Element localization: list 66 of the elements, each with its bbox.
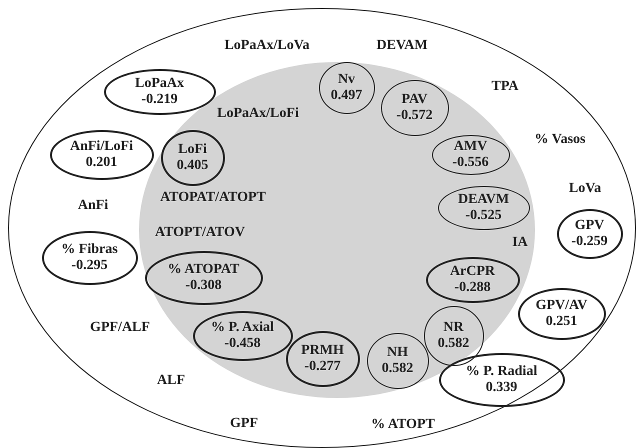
variable-ellipse <box>380 80 448 136</box>
variable-ellipse <box>42 230 138 284</box>
variable-name: GPV <box>574 218 604 234</box>
variable-ellipse <box>144 250 262 304</box>
variable-ellipse <box>286 330 360 386</box>
variable-name: DEAVM <box>458 192 510 208</box>
variable-label: LoPaAx/LoVa <box>224 38 310 54</box>
variable-label: ATOPAT/ATOPT <box>160 190 266 206</box>
variable-label: LoPaAx/LoFi <box>217 106 299 122</box>
variable-ellipse <box>426 256 520 302</box>
correlation-value: 0.201 <box>86 154 118 170</box>
variable-label: ALF <box>157 373 185 389</box>
variable-label: % ATOPT <box>371 417 435 433</box>
variable-ellipse <box>192 310 292 360</box>
variable-name: % P. Axial <box>211 320 274 336</box>
variable-ellipse <box>432 134 510 174</box>
correlation-value: -0.556 <box>452 154 489 170</box>
variable-label: GPF/ALF <box>90 320 150 336</box>
variable-label: ATOPT/ATOV <box>155 225 245 241</box>
variable-label: GPF <box>230 416 258 432</box>
correlation-value: -0.219 <box>141 92 178 108</box>
variable-name: PRMH <box>301 342 344 358</box>
correlation-value: -0.288 <box>454 280 491 296</box>
variable-ellipse <box>366 332 428 388</box>
variable-ellipse <box>160 130 224 186</box>
variable-name: PAV <box>402 92 428 108</box>
correlation-value: 0.582 <box>438 336 470 352</box>
correlation-value: 0.339 <box>486 380 518 396</box>
variable-name: GPV/AV <box>536 298 588 314</box>
variable-label: IA <box>512 235 528 251</box>
variable-name: LoPaAx <box>135 76 184 92</box>
variable-name: NH <box>387 344 408 360</box>
correlation-value: 0.497 <box>330 88 362 104</box>
correlation-value: -0.277 <box>304 358 341 374</box>
variable-name: ArCPR <box>450 264 496 280</box>
variable-label: LoVa <box>568 181 602 197</box>
correlation-value: -0.525 <box>465 208 502 224</box>
variable-name: NR <box>443 320 464 336</box>
variable-name: AnFi/LoFi <box>70 138 133 154</box>
correlation-value: -0.259 <box>571 234 608 250</box>
variable-label: TPA <box>492 79 518 95</box>
variable-ellipse <box>50 130 154 180</box>
variable-name: AMV <box>454 138 488 154</box>
correlation-value: 0.582 <box>382 360 414 376</box>
variable-name: % ATOPAT <box>168 262 240 278</box>
variable-name: Nv <box>338 72 356 88</box>
variable-label: AnFi <box>78 198 108 214</box>
variable-ellipse <box>518 288 606 340</box>
correlation-value: -0.572 <box>396 108 433 124</box>
variable-ellipse <box>438 352 564 406</box>
variable-label: DEVAM <box>376 38 428 54</box>
correlation-value: -0.308 <box>185 278 222 294</box>
variable-ellipse <box>438 186 530 230</box>
variable-name: % Fibras <box>61 242 118 258</box>
variable-name: % P. Radial <box>466 364 538 380</box>
variable-name: LoFi <box>178 142 207 158</box>
correlation-value: 0.251 <box>546 314 578 330</box>
outer-ellipse <box>8 8 636 448</box>
correlation-value: 0.405 <box>176 158 208 174</box>
variable-ellipse <box>556 208 622 258</box>
variable-ellipse <box>104 68 216 114</box>
variable-label: % Vasos <box>534 132 586 148</box>
variable-ellipse <box>318 62 374 114</box>
correlation-value: -0.295 <box>71 258 108 274</box>
correlation-value: -0.458 <box>224 336 261 352</box>
variable-ellipse <box>424 306 484 366</box>
